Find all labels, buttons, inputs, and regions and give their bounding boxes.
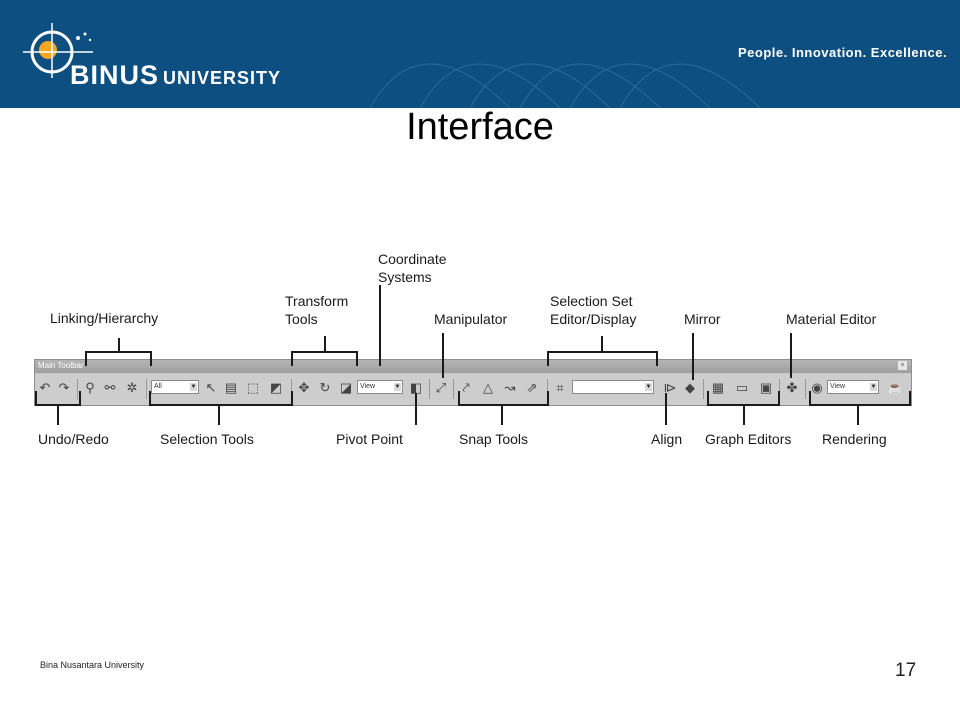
render-mode-value: View — [830, 383, 846, 390]
chevron-down-icon: ▼ — [645, 383, 652, 391]
callout-undo-redo: Undo/Redo — [38, 431, 109, 447]
bracket-undo-redo — [35, 391, 81, 425]
selection-filter-dropdown[interactable]: All ▼ — [151, 380, 199, 394]
toolbar-title: Main Toolbar — [38, 361, 84, 370]
bracket-transform-tools — [291, 336, 358, 366]
tagline: People. Innovation. Excellence. — [738, 45, 948, 60]
edit-named-selection-icon[interactable]: ⌗ — [556, 380, 564, 395]
close-icon[interactable]: × — [898, 361, 907, 370]
callout-pivot-point: Pivot Point — [336, 431, 403, 447]
render-mode-dropdown[interactable]: View ▼ — [827, 380, 879, 394]
bracket-snap-tools — [458, 391, 549, 425]
bracket-selection-set — [547, 336, 658, 366]
page-number: 17 — [895, 660, 917, 681]
quick-render-icon[interactable]: ☕ — [887, 380, 904, 395]
toolbar-divider — [77, 379, 78, 399]
callout-transform-tools-line2: Tools — [285, 311, 318, 327]
toolbar-divider — [146, 379, 147, 399]
snap-toggle-icon[interactable]: ⤤ — [462, 380, 470, 395]
bracket-linking-hierarchy — [85, 338, 152, 366]
percent-snap-icon[interactable]: ↝ — [504, 380, 516, 395]
chevron-down-icon: ▼ — [190, 383, 197, 391]
callout-material-editor: Material Editor — [786, 311, 877, 327]
callout-coordinate-systems-line1: Coordinate — [378, 251, 447, 267]
toolbar-divider — [453, 379, 454, 399]
spinner-snap-icon[interactable]: ⇗ — [526, 380, 538, 395]
footer-institution: Bina Nusantara University — [40, 660, 145, 670]
rectangular-selection-icon[interactable]: ⬚ — [246, 380, 260, 395]
bind-to-space-warp-icon[interactable]: ✲ — [126, 380, 138, 395]
callout-graph-editors: Graph Editors — [705, 431, 792, 447]
select-and-link-icon[interactable]: ⚲ — [85, 380, 95, 395]
bracket-rendering — [809, 391, 911, 425]
material-editor-icon[interactable]: ✤ — [786, 380, 798, 395]
unlink-icon[interactable]: ⚯ — [104, 380, 116, 395]
chevron-down-icon: ▼ — [394, 383, 401, 391]
toolbar-divider — [547, 379, 548, 399]
select-object-icon[interactable]: ↖ — [205, 380, 217, 395]
binus-logo-icon — [23, 23, 93, 78]
toolbar-body: ↶ ↷ ⚲ ⚯ ✲ All ▼ ↖ ▤ ⬚ ◩ ✥ ↻ ◪ View ▼ ◧ ⤢… — [35, 374, 911, 405]
callout-transform-tools-line1: Transform — [285, 293, 349, 309]
mirror-icon[interactable]: ◆ — [685, 380, 695, 395]
pivot-point-icon[interactable]: ◧ — [409, 380, 423, 395]
dope-sheet-icon[interactable]: ▭ — [735, 380, 749, 395]
move-icon[interactable]: ✥ — [298, 380, 310, 395]
callout-manipulator: Manipulator — [434, 311, 508, 327]
callout-coordinate-systems-line2: Systems — [378, 269, 432, 285]
angle-snap-icon[interactable]: △ — [483, 380, 493, 395]
chevron-down-icon: ▼ — [870, 383, 877, 391]
callout-mirror: Mirror — [684, 311, 721, 327]
callout-snap-tools: Snap Tools — [459, 431, 529, 447]
logo-name: BINUS — [70, 60, 160, 90]
toolbar-divider — [429, 379, 430, 399]
toolbar-divider — [703, 379, 704, 399]
scale-icon[interactable]: ◪ — [339, 380, 353, 395]
rotate-icon[interactable]: ↻ — [319, 380, 331, 395]
window-crossing-icon[interactable]: ◩ — [269, 380, 283, 395]
schematic-view-icon[interactable]: ▣ — [759, 380, 773, 395]
named-selection-dropdown[interactable]: ▼ — [572, 380, 654, 394]
callout-selection-tools: Selection Tools — [160, 431, 254, 447]
callout-rendering: Rendering — [822, 431, 887, 447]
selection-filter-value: All — [154, 383, 162, 390]
curve-editor-icon[interactable]: ▦ — [711, 380, 725, 395]
banner-decoration — [369, 63, 761, 108]
manipulator-icon[interactable]: ⤢ — [435, 380, 447, 395]
callout-selection-set-line1: Selection Set — [550, 293, 633, 309]
bracket-selection-tools — [149, 391, 293, 425]
render-setup-icon[interactable]: ◉ — [811, 380, 823, 395]
toolbar-divider — [805, 379, 806, 399]
redo-icon[interactable]: ↷ — [58, 380, 70, 395]
align-icon[interactable]: ⧐ — [663, 380, 677, 395]
toolbar-divider — [779, 379, 780, 399]
reference-coordinate-dropdown[interactable]: View ▼ — [357, 380, 403, 394]
coordinate-system-value: View — [360, 383, 376, 390]
bracket-graph-editors — [707, 391, 780, 425]
callout-selection-set-line2: Editor/Display — [550, 311, 637, 327]
undo-icon[interactable]: ↶ — [39, 380, 51, 395]
select-by-name-icon[interactable]: ▤ — [224, 380, 238, 395]
logo-suffix: UNIVERSITY — [163, 68, 282, 88]
toolbar-divider — [291, 379, 292, 399]
callout-linking-hierarchy: Linking/Hierarchy — [50, 310, 159, 326]
callout-align: Align — [651, 431, 683, 447]
page-title: Interface — [406, 106, 554, 148]
